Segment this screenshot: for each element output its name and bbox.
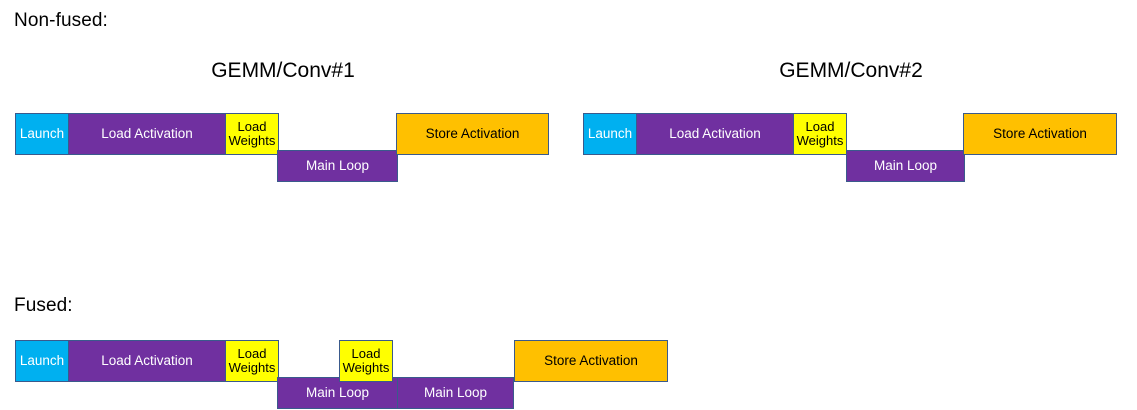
- bar-nf1-store-act: Store Activation: [396, 113, 549, 155]
- bar-nf2-store-act: Store Activation: [963, 113, 1117, 155]
- bar-f-load-wgt-1: Load Weights: [225, 340, 279, 382]
- bar-nf2-main-loop: Main Loop: [846, 150, 965, 182]
- bar-nf2-launch: Launch: [583, 113, 637, 155]
- bar-nf1-launch: Launch: [15, 113, 69, 155]
- bar-nf1-load-act: Load Activation: [68, 113, 226, 155]
- section-label-fused: Fused:: [14, 295, 73, 316]
- bar-nf1-main-loop: Main Loop: [277, 150, 398, 182]
- bar-f-store-act: Store Activation: [514, 340, 668, 382]
- bar-f-launch: Launch: [15, 340, 69, 382]
- bar-nf1-load-wgt: Load Weights: [225, 113, 279, 155]
- bar-f-load-act: Load Activation: [68, 340, 226, 382]
- group-title-gemm-conv-1: GEMM/Conv#1: [211, 59, 355, 82]
- bar-f-main-loop-2: Main Loop: [397, 377, 514, 409]
- bar-nf2-load-act: Load Activation: [636, 113, 794, 155]
- bar-nf2-load-wgt: Load Weights: [793, 113, 847, 155]
- section-label-non-fused: Non-fused:: [14, 10, 108, 31]
- bar-f-load-wgt-2: Load Weights: [339, 340, 393, 382]
- group-title-gemm-conv-2: GEMM/Conv#2: [779, 59, 923, 82]
- bar-f-main-loop-1: Main Loop: [277, 377, 398, 409]
